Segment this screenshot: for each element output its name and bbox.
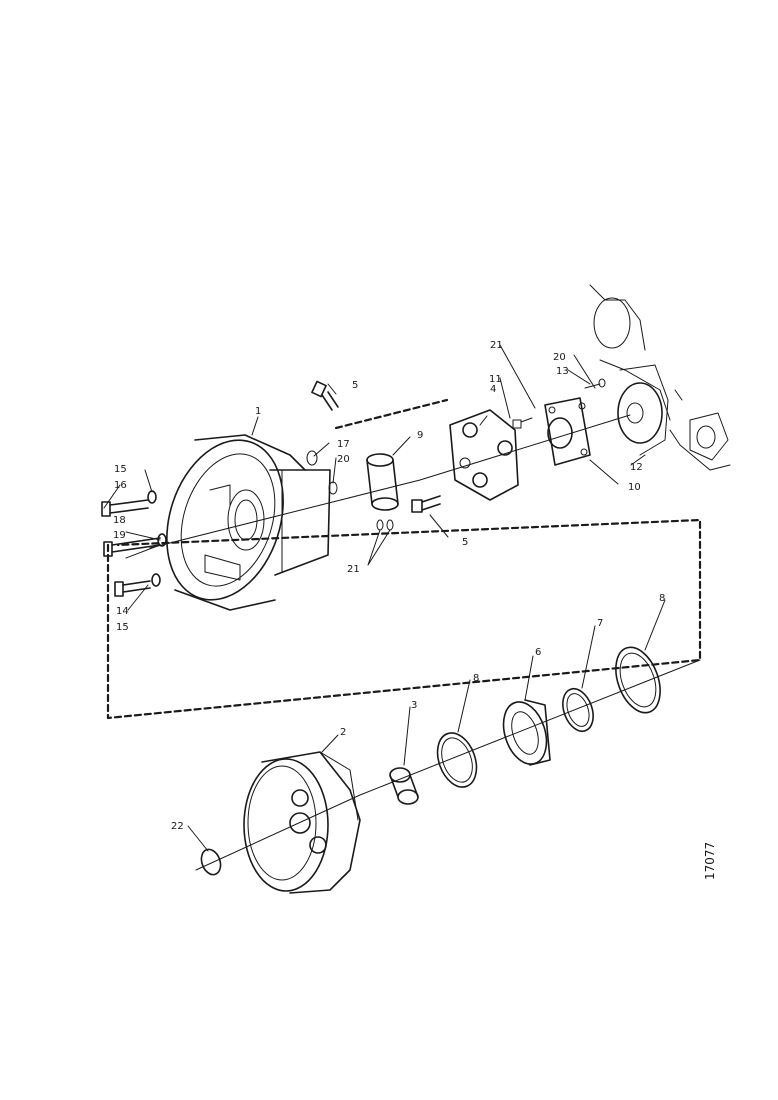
- callout-8-large: 8: [659, 593, 665, 604]
- callout-22: 22: [171, 821, 184, 832]
- figure-number: 17077: [703, 842, 717, 880]
- callout-5-lower: 5: [462, 537, 468, 548]
- callout-6: 6: [535, 647, 541, 658]
- screw-part-5-upper: [311, 380, 339, 411]
- callout-18: 18: [113, 515, 126, 526]
- callout-5-upper: 5: [352, 380, 358, 391]
- bushing-part-9: [366, 453, 399, 511]
- callout-21-lower: 21: [347, 564, 360, 575]
- callout-11: 11: [489, 374, 502, 385]
- callout-2: 2: [340, 727, 346, 738]
- circlip-part-8-large: [615, 646, 661, 714]
- plug-part-17: [306, 450, 318, 466]
- bolt-part-16: [101, 490, 157, 517]
- housing-part-1: [166, 434, 331, 611]
- callout-14: 14: [116, 606, 129, 617]
- engine-drive-part-12: [589, 284, 731, 471]
- callout-20-left: 20: [337, 454, 350, 465]
- screw-part-5-lower: [411, 495, 441, 513]
- bolt-part-13: [584, 378, 606, 389]
- bolt-part-14: [114, 573, 161, 597]
- assembly-outline-lower: [106, 518, 702, 720]
- callout-21-upper: 21: [490, 340, 503, 351]
- callout-13: 13: [556, 366, 569, 377]
- callout-7: 7: [597, 618, 603, 629]
- callout-15-lower: 15: [116, 622, 129, 633]
- axis-line-upper: [149, 414, 631, 549]
- bearing-part-6: [502, 699, 551, 766]
- bracket-part-4: [449, 409, 519, 501]
- callout-12: 12: [630, 462, 643, 473]
- callout-9: 9: [417, 430, 423, 441]
- callout-15-upper: 15: [114, 464, 127, 475]
- callout-4: 4: [490, 384, 496, 395]
- callout-3: 3: [411, 700, 417, 711]
- callout-19: 19: [113, 530, 126, 541]
- assembly-outline-upper: [334, 398, 449, 430]
- callout-8-small: 8: [473, 673, 479, 684]
- pins-part-21-lower: [376, 519, 394, 531]
- ring-part-22: [200, 848, 222, 876]
- circlip-part-7: [562, 687, 594, 733]
- callout-labels: 1 2 3 4 5 5 6 7 8 8 9 10 11 12 13 14 15 …: [113, 340, 665, 832]
- callout-16: 16: [114, 480, 127, 491]
- callout-17: 17: [337, 439, 350, 450]
- callout-20-right: 20: [553, 352, 566, 363]
- circlip-part-8-small: [436, 732, 478, 788]
- callout-1: 1: [255, 406, 261, 417]
- callout-10: 10: [628, 482, 641, 493]
- leader-lines: [103, 344, 666, 852]
- flange-part-10: [544, 397, 591, 466]
- axis-line-lower: [195, 659, 701, 871]
- screw-part-11: [512, 417, 533, 429]
- pulley-part-2: [243, 751, 361, 894]
